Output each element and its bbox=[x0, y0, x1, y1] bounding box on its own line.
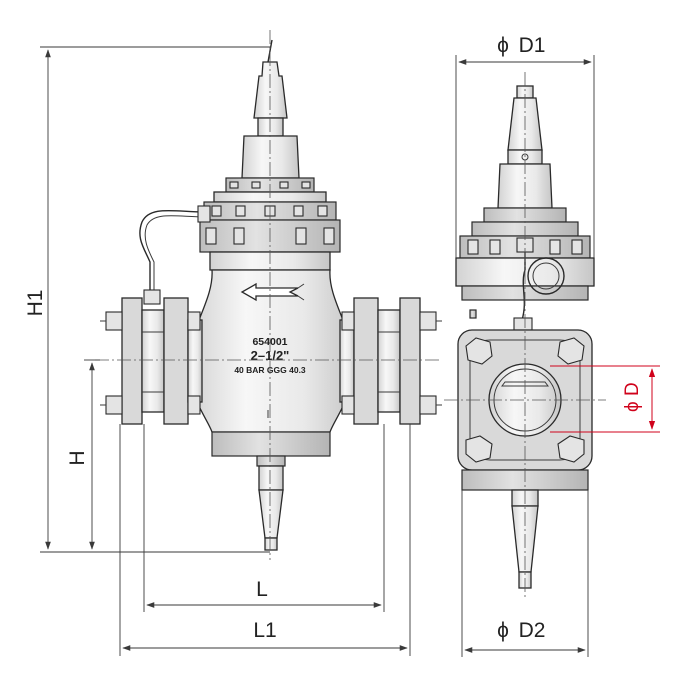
pilot-tube-fitting bbox=[197, 205, 211, 223]
bottom-neck bbox=[258, 465, 284, 491]
flow-arrow-icon bbox=[240, 282, 305, 302]
left-flange bbox=[100, 297, 203, 425]
dimension-h1-label: H1 bbox=[24, 290, 47, 317]
pilot-tube bbox=[139, 209, 206, 292]
bottom-cone bbox=[258, 489, 284, 539]
dimension-l1: L1 bbox=[119, 424, 411, 656]
dimension-d1-symbol: ϕ bbox=[497, 34, 509, 57]
dimension-l-label: L bbox=[256, 578, 268, 601]
side-tube-fitting-lower bbox=[513, 317, 533, 331]
pilot-cone-upper bbox=[253, 61, 288, 119]
capillary-tip bbox=[267, 39, 273, 63]
dimension-l1-label: L1 bbox=[253, 619, 276, 642]
pilot-bonnet bbox=[241, 135, 300, 179]
dimension-d1: ϕ D1 bbox=[455, 34, 595, 258]
pilot-tube-fitting-lower bbox=[143, 289, 161, 305]
bottom-stem bbox=[264, 537, 278, 551]
dimension-h1: H1 bbox=[24, 46, 270, 553]
bottom-nut bbox=[256, 455, 286, 467]
dimension-h-label: H bbox=[66, 450, 89, 465]
right-flange bbox=[339, 297, 442, 425]
dimension-d2-symbol: ϕ bbox=[497, 619, 509, 642]
dimension-d2: ϕ D2 bbox=[461, 490, 589, 657]
bonnet-flange-bolts bbox=[205, 227, 335, 245]
dimension-d1-label: D1 bbox=[519, 34, 546, 57]
pilot-neck bbox=[257, 117, 284, 137]
dimension-d-label: D bbox=[622, 382, 643, 396]
front-view: 654001 2–1/2" 40 BAR GGG 40.3 bbox=[95, 30, 442, 560]
side-flange-bolts bbox=[465, 337, 585, 463]
dimension-d: ϕ D bbox=[550, 365, 660, 433]
side-bonnet-bolts bbox=[467, 239, 583, 255]
dimension-d2-label: D2 bbox=[519, 619, 546, 642]
dimension-l: L bbox=[143, 424, 385, 612]
dimension-h: H bbox=[66, 359, 100, 553]
pilot-flange-bolts bbox=[229, 181, 311, 189]
body-bottom-flange bbox=[211, 431, 331, 457]
dimension-d-symbol: ϕ bbox=[622, 401, 643, 412]
pilot-tube-inner bbox=[144, 215, 206, 292]
side-view bbox=[444, 72, 606, 600]
side-tube-loop bbox=[527, 257, 565, 295]
